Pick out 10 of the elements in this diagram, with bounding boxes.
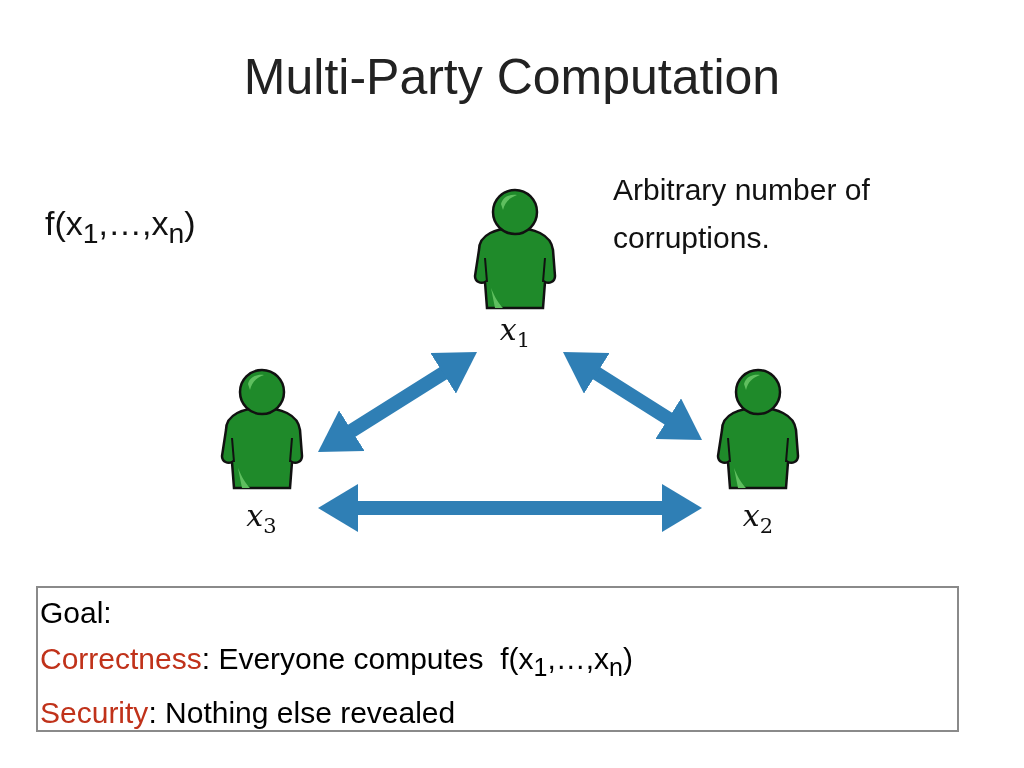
goal-line: Correctness: Everyone computes f(x$_{1}$,…,x$_{n}$) (39, 641, 634, 683)
function-formula: f(x$_{1}$,…,x$_{n}$) (45, 203, 197, 251)
goal-heading: Goal: (39, 595, 113, 631)
note-text: Arbitrary number of corruptions. (613, 172, 871, 256)
variable-label: x$_{2}$ (741, 498, 775, 538)
double-arrow (318, 484, 702, 532)
slide-title: Multi-Party Computation (242, 48, 782, 106)
goal-line: Security: Nothing else revealed (39, 695, 457, 731)
variable-label: x$_{3}$ (245, 498, 278, 538)
variable-label: x$_{1}$ (498, 312, 532, 352)
